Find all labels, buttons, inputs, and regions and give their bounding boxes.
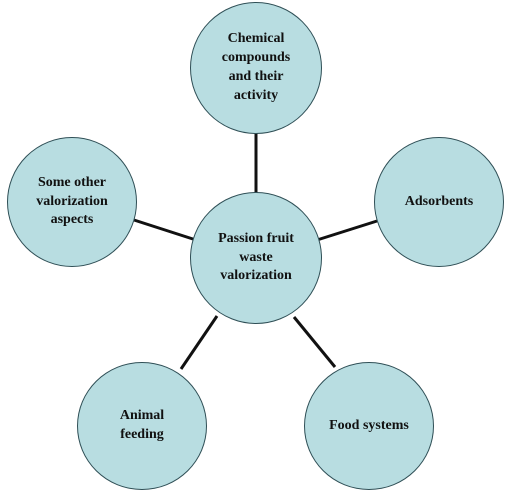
node-food-systems: Food systems (304, 362, 434, 490)
connector-adsorbents (316, 219, 378, 242)
center-node: Passion fruit waste valorization (190, 192, 322, 324)
connector-food (292, 316, 337, 368)
node-chemical-compounds: Chemical compounds and their activity (190, 2, 322, 134)
connector-animal (179, 315, 219, 370)
node-adsorbents: Adsorbents (374, 137, 504, 267)
node-other-aspects-label: Some other valorization aspects (36, 174, 108, 228)
node-animal-feeding: Animal feeding (77, 362, 207, 490)
connector-other (133, 218, 197, 242)
center-node-label: Passion fruit waste valorization (218, 230, 294, 284)
node-other-aspects: Some other valorization aspects (7, 137, 137, 267)
node-chemical-compounds-label: Chemical compounds and their activity (221, 31, 291, 103)
node-adsorbents-label: Adsorbents (404, 193, 474, 209)
node-food-systems-label: Food systems (329, 417, 409, 433)
node-animal-feeding-label: Animal feeding (119, 408, 165, 442)
